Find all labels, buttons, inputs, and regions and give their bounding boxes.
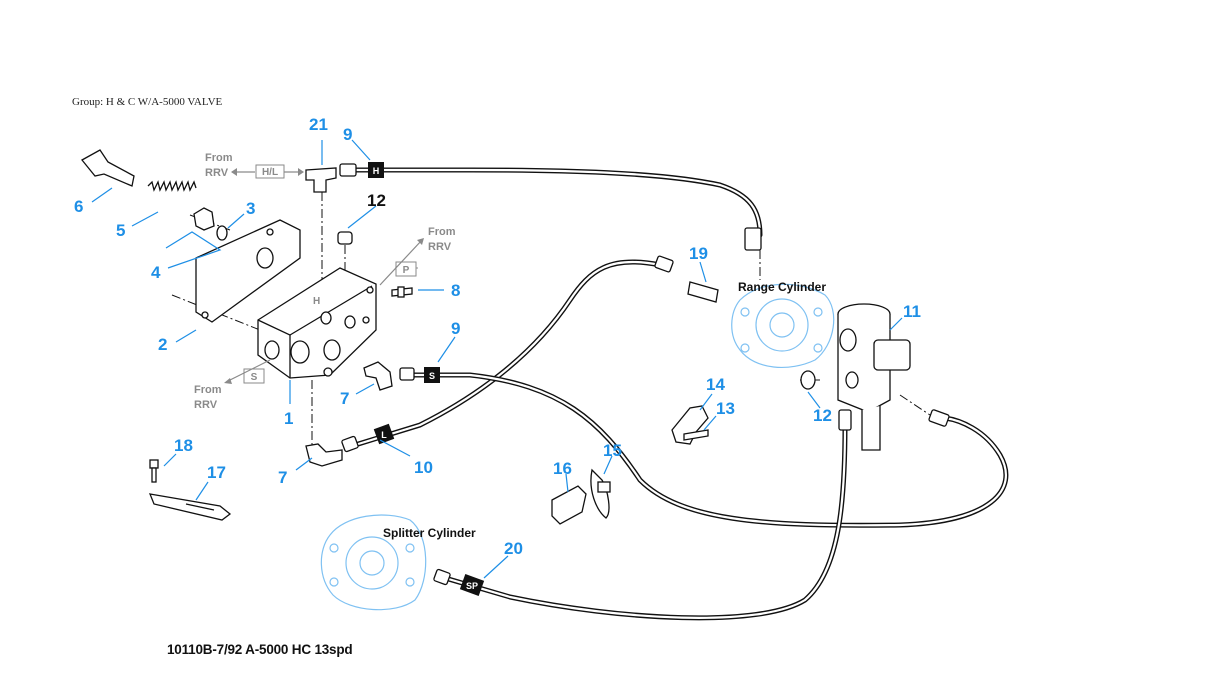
part-2-plate	[195, 219, 301, 323]
svg-text:RRV: RRV	[194, 399, 218, 411]
callout-7-upper: 7	[340, 389, 349, 408]
callout-6: 6	[74, 197, 83, 216]
svg-text:From: From	[428, 226, 456, 238]
hose-sp	[442, 422, 848, 621]
callout-11: 11	[903, 302, 921, 321]
part-21-tee	[305, 167, 337, 193]
svg-text:H: H	[373, 166, 380, 176]
tag-p: P	[403, 265, 410, 276]
hose-tag-h: H	[368, 162, 384, 178]
callout-12-top: 12	[367, 191, 386, 210]
svg-text:RRV: RRV	[205, 167, 229, 179]
hose-s	[407, 372, 1009, 528]
group-title: Group: H & C W/A-5000 VALVE	[72, 96, 223, 108]
callout-1: 1	[284, 409, 293, 428]
callout-9-mid: 9	[451, 319, 460, 338]
part-15-hook	[590, 468, 611, 519]
part-16-clip	[551, 485, 587, 525]
part-3-o-ring	[216, 225, 228, 241]
svg-text:From: From	[205, 152, 233, 164]
callout-13: 13	[716, 399, 735, 418]
callout-20: 20	[504, 539, 523, 558]
splitter-cylinder-label: Splitter Cylinder	[383, 526, 476, 540]
part-5-spring	[147, 180, 197, 192]
svg-text:RRV: RRV	[428, 241, 452, 253]
port-h-label: H	[313, 296, 320, 307]
callout-3: 3	[246, 199, 255, 218]
callout-18: 18	[174, 436, 193, 455]
part-12-plug-upper	[337, 231, 353, 245]
part-7-elbow-lower	[305, 443, 343, 467]
part-19-fitting	[687, 281, 719, 303]
callout-9-top: 9	[343, 125, 352, 144]
svg-text:From: From	[194, 384, 222, 396]
callout-8: 8	[451, 281, 460, 300]
part-11-relay-valve	[837, 303, 911, 451]
svg-text:L: L	[381, 430, 387, 440]
part-1-valve-body: H	[257, 267, 377, 379]
callout-2: 2	[158, 335, 167, 354]
callout-10: 10	[414, 458, 433, 477]
tag-s: S	[251, 372, 258, 383]
svg-text:S: S	[429, 371, 435, 381]
callout-21: 21	[309, 115, 328, 134]
callout-14: 14	[706, 375, 725, 394]
callout-5: 5	[116, 221, 125, 240]
callout-15: 15	[603, 441, 622, 460]
part-7-elbow-upper	[363, 361, 393, 391]
hose-l	[352, 259, 663, 448]
callout-12-lower: 12	[813, 406, 832, 425]
part-6-plunger	[81, 149, 135, 187]
tag-hl: H/L	[262, 167, 278, 178]
part-14-bracket	[671, 405, 709, 445]
range-cylinder-label: Range Cylinder	[738, 280, 826, 294]
callout-16: 16	[553, 459, 572, 478]
callout-leaders	[91, 139, 903, 579]
hose-tag-s: S	[424, 367, 440, 383]
range-cylinder-outline	[731, 283, 835, 369]
callout-4: 4	[151, 263, 161, 282]
from-rrv-bottom: From RRV S	[194, 359, 271, 411]
part-17-strap	[148, 493, 232, 521]
part-13-screw	[683, 429, 709, 441]
hose-tag-sp: SP	[459, 574, 485, 596]
part-8-screw	[391, 286, 413, 298]
callout-7-lower: 7	[278, 468, 287, 487]
part-4-seal	[193, 207, 215, 231]
from-rrv-right: From RRV P	[379, 226, 456, 286]
splitter-cylinder-outline	[320, 514, 427, 611]
from-rrv-top-left: From RRV H/L	[205, 152, 304, 179]
drawing-code: 10110B-7/92 A-5000 HC 13spd	[167, 642, 353, 657]
hose-fittings	[339, 163, 950, 586]
part-18-bolt	[149, 459, 159, 483]
part-12-plug-lower	[800, 370, 816, 390]
hose-tag-l: L	[373, 423, 395, 445]
svg-text:SP: SP	[466, 581, 478, 591]
callout-17: 17	[207, 463, 226, 482]
hose-h	[352, 167, 763, 251]
callout-19: 19	[689, 244, 708, 263]
